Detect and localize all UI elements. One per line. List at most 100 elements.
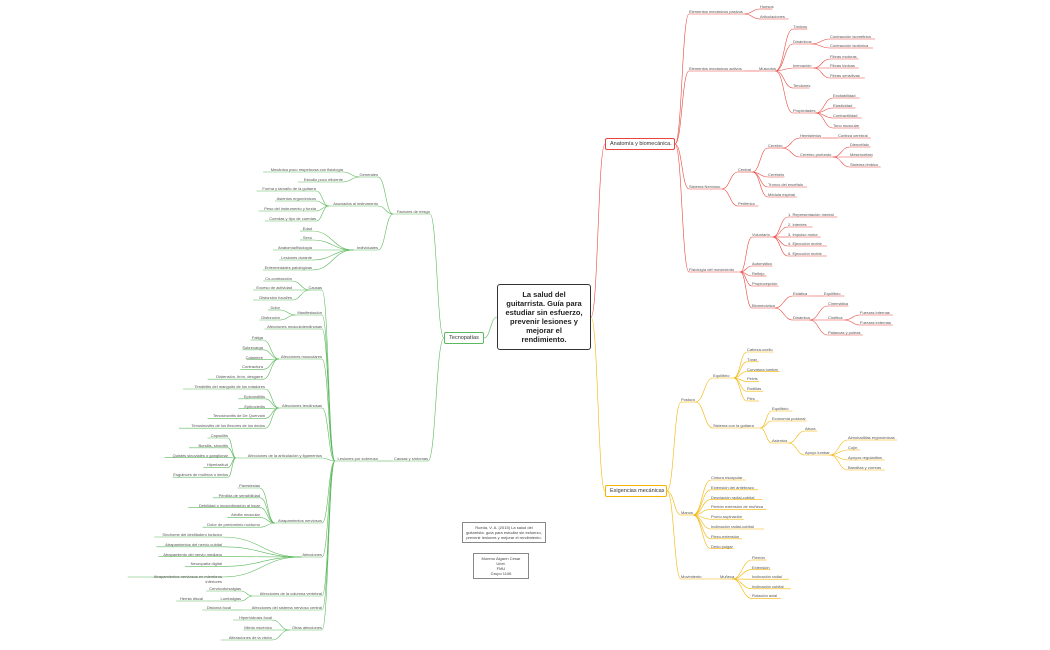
node-fuerzas-externas[interactable]: Fuerzas externas <box>860 320 891 325</box>
node-a4[interactable]: Cuerdas y tipo de cuerdas <box>269 216 316 221</box>
node-an4[interactable]: Atrofia muscular <box>231 512 260 518</box>
node-mu4[interactable]: Inclinación cubital <box>752 583 784 589</box>
node-mf2[interactable]: Disfunción <box>261 315 280 320</box>
node-s-cojin[interactable]: Cojín <box>848 445 858 450</box>
node-snc[interactable]: Afecciones del sistema nervioso central <box>251 605 322 610</box>
node-c2[interactable]: Exceso de actividad <box>256 285 292 290</box>
node-fuerzas-internas[interactable]: Fuerzas internas <box>860 310 890 315</box>
node-a3[interactable]: Peso del instrumento y funda <box>264 206 316 211</box>
node-s-apoyo[interactable]: Apoyo lumbar <box>805 450 830 455</box>
node-generales[interactable]: Generales <box>359 172 378 177</box>
node-elasticidad[interactable]: Elasticidad <box>833 103 853 108</box>
node-ot1[interactable]: Hiperhidrosis focal <box>239 615 272 620</box>
node-v5[interactable]: 5. Ejecución motriz <box>788 251 822 256</box>
node-aa3[interactable]: Quistes sinoviales o ganglionar <box>172 452 228 458</box>
node-individuales[interactable]: Individuales <box>356 245 378 250</box>
node-at3[interactable]: Epitrocleítis <box>244 403 265 409</box>
node-mu1[interactable]: Flexión <box>752 555 765 560</box>
node-fibras-sensitivas[interactable]: Fibras sensitivas <box>830 73 860 78</box>
node-estatica[interactable]: Estática <box>793 291 808 296</box>
node-m3[interactable]: Desviación radial-cubital <box>711 494 755 500</box>
node-articulaciones[interactable]: Articulaciones <box>760 14 785 19</box>
node-equilibrio[interactable]: Equilibrio <box>713 373 730 378</box>
node-m5[interactable]: Prono-supinación <box>711 514 743 520</box>
node-elem-pasivos[interactable]: Elementos mecánicos pasivos <box>689 9 743 14</box>
node-cerebelo[interactable]: Cerebelo <box>768 172 785 177</box>
node-medula[interactable]: Médula espinal <box>768 192 795 197</box>
node-contraccion-isotonica[interactable]: Contracción isotónica <box>830 43 869 48</box>
node-afec-articulacion[interactable]: Afecciones de la articulación y ligament… <box>247 453 322 458</box>
node-af2[interactable]: Atrapamientos del nervio cubital <box>165 541 222 547</box>
node-manifestacion[interactable]: Manifestación <box>297 310 322 315</box>
node-contraccion-isometrica[interactable]: Contracción isométrica <box>830 34 871 39</box>
node-af3[interactable]: Atrapamiento del nervio mediano <box>163 551 222 557</box>
node-aa4[interactable]: Hiperlaxitud <box>206 462 228 468</box>
node-tronco-encefalo[interactable]: Tronco del encéfalo <box>768 182 803 187</box>
node-an5[interactable]: Dolor de predominio nocturno <box>207 522 260 528</box>
node-aa1[interactable]: Capsulitis <box>210 433 228 438</box>
node-tendones[interactable]: Tendones <box>793 83 811 88</box>
node-inervacion[interactable]: Inervación <box>793 63 812 68</box>
node-at1[interactable]: Tendinitis del manguito de los rotadores <box>194 384 266 389</box>
node-i2[interactable]: Sexo <box>302 235 312 240</box>
node-ot2[interactable]: Miedo escénico <box>244 625 272 630</box>
node-a1[interactable]: Forma y tamaño de la guitarra <box>262 186 316 191</box>
node-voluntario[interactable]: Voluntario <box>752 232 770 237</box>
node-am1[interactable]: Fatiga <box>251 335 263 340</box>
node-propiedades[interactable]: Propiedades <box>793 108 816 113</box>
node-ot3[interactable]: Alteraciones de la visión <box>228 635 272 640</box>
node-aa5[interactable]: Esguinces de muñeca o dedos <box>173 472 228 478</box>
node-m7[interactable]: Flexo-extensión <box>711 533 740 539</box>
node-cerebro-profundo[interactable]: Cerebro profundo <box>800 152 832 157</box>
node-equilibrio[interactable]: Equilibrio <box>824 291 841 296</box>
node-i4[interactable]: Lesiones durante <box>281 255 312 260</box>
node-m2[interactable]: Extensión del antebrazo <box>711 484 754 490</box>
node-cerebro[interactable]: Cerebro <box>768 143 783 148</box>
node-contractilidad[interactable]: Contractilidad <box>833 113 858 118</box>
node-asociados[interactable]: Asociados al instrumento <box>333 201 378 206</box>
node-musculos[interactable]: Músculos <box>759 66 776 71</box>
node-co1[interactable]: Cervicodorsalgias <box>209 586 241 591</box>
node-mu3[interactable]: Inclinación radial <box>752 574 782 580</box>
node-am2[interactable]: Sobrecarga <box>242 344 263 350</box>
node-afec-musculares[interactable]: Afecciones musculares <box>280 354 322 359</box>
node-tonicos[interactable]: Tónicos <box>793 24 808 29</box>
node-afec-musculo-tendinosas[interactable]: Afecciones musculotendinosas <box>267 324 322 329</box>
branch-tecnopatias[interactable]: Tecnopatías <box>444 332 484 344</box>
node-movimiento[interactable]: Movimiento <box>681 574 702 579</box>
node-e5[interactable]: Rodillas <box>747 386 762 392</box>
node-s-asientos[interactable]: Asientos <box>772 438 788 443</box>
node-v2[interactable]: 2. Intentes <box>788 222 807 227</box>
node-co3[interactable]: Hernia discal <box>179 596 203 601</box>
node-s-economia[interactable]: Economía postural <box>772 416 806 421</box>
node-columna[interactable]: Afecciones de la columna vertebral <box>259 591 322 596</box>
node-e2[interactable]: Tórax <box>747 356 758 362</box>
node-at5[interactable]: Tenosinovitis de los flexores de los ded… <box>191 423 265 429</box>
node-excitabilidad[interactable]: Excitabilidad <box>833 93 856 98</box>
node-i5[interactable]: Enfermedades patológicas <box>264 265 312 270</box>
node-i1[interactable]: Edad <box>302 226 312 231</box>
node-s-almohadillas[interactable]: Almohadillas ergonómicas <box>848 435 895 440</box>
node-c1[interactable]: Co-contracción <box>265 276 292 281</box>
node-af5[interactable]: Atrapamientos nerviosos en miembros infe… <box>153 574 222 584</box>
node-cinetica[interactable]: Cinética <box>828 315 843 320</box>
branch-anatomia[interactable]: Anatomía y biomecánica. <box>605 138 675 150</box>
node-fibras-motoras[interactable]: Fibras motoras <box>830 54 857 59</box>
node-cinematica[interactable]: Cinemática <box>828 301 849 306</box>
node-g2[interactable]: Estudio poco eficiente <box>303 177 343 182</box>
node-mu5[interactable]: Rotación axial <box>752 593 778 599</box>
node-v4[interactable]: 4. Ejecución motriz <box>788 241 822 246</box>
node-biomecanica[interactable]: Biomecánica <box>752 303 775 308</box>
node-s-altura[interactable]: Altura <box>805 426 816 431</box>
node-fibras-tonicas[interactable]: Fibras tónicas <box>830 63 855 68</box>
node-afec-tendinosas[interactable]: Afecciones tendinosas <box>281 403 322 408</box>
node-causas[interactable]: Causas <box>308 285 322 290</box>
node-v1[interactable]: 1. Representación mental <box>788 212 834 217</box>
node-am5[interactable]: Distensión, tirón, desgarre <box>216 374 263 380</box>
node-mu2[interactable]: Extensión <box>752 564 770 570</box>
node-af1[interactable]: Síndrome del desfiladero torácico <box>162 532 222 537</box>
node-mf1[interactable]: Dolor <box>270 305 280 310</box>
node-lesiones[interactable]: Lesiones por sobreuso <box>337 456 378 461</box>
node-s-equilibrio[interactable]: Equilibrio <box>772 406 789 411</box>
node-e3[interactable]: Curvatura lumbar <box>747 366 778 372</box>
